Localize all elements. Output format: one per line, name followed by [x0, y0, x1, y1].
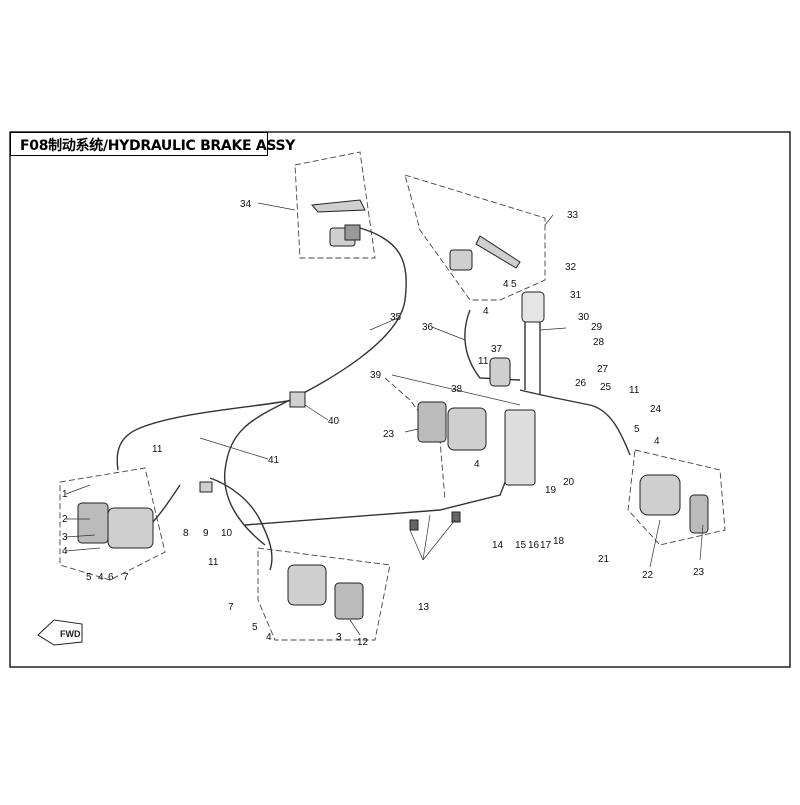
callout-25: 25 — [600, 382, 612, 393]
callout-41: 41 — [268, 455, 280, 466]
callout-38: 38 — [451, 384, 463, 395]
brake-lines — [116, 227, 631, 571]
line-clip-a — [409, 519, 419, 531]
brake-lever-part — [310, 199, 366, 213]
callout-5: 5 — [86, 572, 92, 583]
assembly-outlines — [59, 151, 726, 641]
pedal-bracket — [449, 249, 473, 271]
callout-11b: 11 — [208, 557, 219, 568]
callout-34: 34 — [240, 199, 252, 210]
reservoir-hose — [464, 309, 521, 381]
callout-4: 4 — [62, 546, 68, 557]
callout-11c: 11 — [478, 356, 489, 367]
callout-31: 31 — [570, 290, 582, 301]
brake-pedal-part — [475, 235, 521, 269]
callout-23b: 23 — [693, 567, 705, 578]
rear-right-caliper — [639, 474, 681, 516]
callout-32: 32 — [565, 262, 577, 273]
callout-1: 1 — [62, 489, 68, 500]
callout-22: 22 — [642, 570, 654, 581]
forward-arrow: FWD — [37, 619, 83, 646]
callout-4f: 4 — [474, 459, 480, 470]
fluid-reservoir — [521, 291, 545, 323]
callout-2: 2 — [62, 514, 68, 525]
left-brake-hose — [116, 399, 294, 471]
callout-16: 16 — [528, 540, 540, 551]
callout-11d: 11 — [629, 385, 640, 396]
line-clip-b — [451, 511, 461, 523]
front-left-pad — [77, 502, 109, 544]
callout-7b: 7 — [228, 602, 234, 613]
callout-3: 3 — [62, 532, 68, 543]
callout-30: 30 — [578, 312, 590, 323]
title-box — [10, 132, 268, 156]
callout-40: 40 — [328, 416, 340, 427]
rear-brake-hose — [519, 389, 631, 456]
callout-labels: 1 2 3 4 5 4 6 7 8 9 10 11 11 7 5 4 3 12 … — [62, 199, 705, 648]
callout-11: 11 — [152, 444, 163, 455]
front-line-a — [209, 477, 273, 571]
callout-8: 8 — [183, 528, 189, 539]
callout-4e: 4 — [483, 306, 489, 317]
callout-17: 17 — [540, 540, 552, 551]
diagram-border — [9, 131, 791, 668]
front-right-caliper-outline — [257, 547, 391, 641]
callout-15: 15 — [515, 540, 527, 551]
callout-39: 39 — [370, 370, 382, 381]
callout-10: 10 — [221, 528, 233, 539]
callout-23: 23 — [383, 429, 395, 440]
callout-26: 26 — [575, 378, 587, 389]
callout-4c: 4 — [266, 632, 272, 643]
fwd-label: FWD — [60, 629, 81, 639]
callout-14: 14 — [492, 540, 504, 551]
hose-fitting — [344, 224, 361, 241]
callout-3b: 3 — [336, 632, 342, 643]
callout-5d: 5 — [634, 424, 640, 435]
callout-37: 37 — [491, 344, 503, 355]
master-cylinder-group-outline — [404, 174, 546, 301]
front-right-pad — [334, 582, 364, 620]
callout-4b: 4 — [98, 572, 104, 583]
callout-4g: 4 — [654, 436, 660, 447]
callout-6: 6 — [108, 572, 114, 583]
rear-brake-bracket — [504, 409, 536, 486]
callout-5b: 5 — [252, 622, 258, 633]
parts — [77, 199, 709, 620]
callout-33: 33 — [567, 210, 579, 221]
callout-27: 27 — [597, 364, 609, 375]
front-left-caliper-outline — [59, 467, 166, 581]
hose-junction — [289, 391, 306, 408]
rear-right-pad — [689, 494, 709, 534]
front-line-b — [149, 484, 181, 526]
callout-9: 9 — [203, 528, 209, 539]
callout-35: 35 — [390, 312, 402, 323]
callout-36: 36 — [422, 322, 434, 333]
handlebar-group-outline — [294, 151, 376, 259]
callout-7: 7 — [123, 572, 129, 583]
callout-12: 12 — [357, 637, 369, 648]
callout-4d: 4 — [503, 279, 509, 290]
callout-19: 19 — [545, 485, 557, 496]
callout-5c: 5 — [511, 279, 517, 290]
rear-left-pad — [417, 401, 447, 443]
leader-lines — [65, 202, 704, 636]
line-clamp — [199, 481, 213, 493]
callout-28: 28 — [593, 337, 605, 348]
master-cylinder-body — [489, 357, 511, 387]
rear-caliper-outline — [627, 449, 726, 546]
diagram-title: F08制动系统/HYDRAULIC BRAKE ASSY — [20, 138, 296, 154]
callout-21: 21 — [598, 554, 610, 565]
front-right-caliper — [287, 564, 327, 606]
callout-13: 13 — [418, 602, 430, 613]
main-brake-line — [244, 469, 511, 526]
rear-left-caliper — [447, 407, 487, 451]
callout-20: 20 — [563, 477, 575, 488]
front-left-caliper — [107, 507, 154, 549]
front-brake-hose — [224, 227, 407, 546]
callout-24: 24 — [650, 404, 662, 415]
callout-29: 29 — [591, 322, 603, 333]
callout-18: 18 — [553, 536, 565, 547]
